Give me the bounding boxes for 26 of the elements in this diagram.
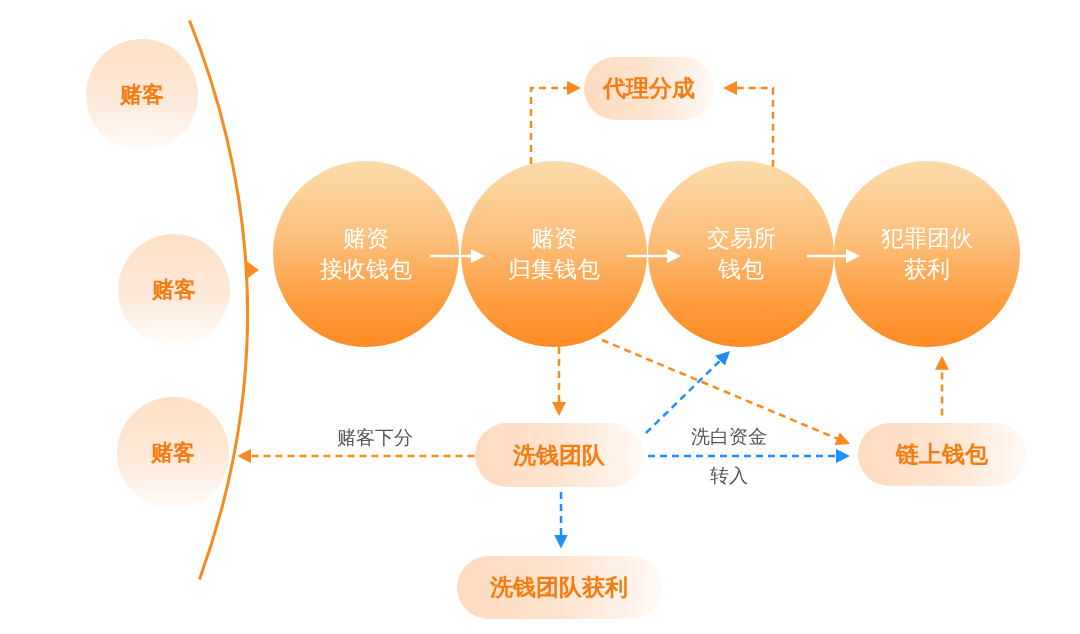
wallet-circle: 赌资归集钱包 bbox=[461, 161, 647, 347]
gambler-circle: 赌客 bbox=[86, 39, 198, 151]
edge-label: 赌客下分 bbox=[336, 425, 414, 450]
dashed-arrow bbox=[601, 338, 851, 446]
rounded-node: 洗钱团队 bbox=[474, 423, 644, 487]
dashed-arrow bbox=[935, 355, 949, 416]
edge-label: 洗白资金转入 bbox=[690, 424, 768, 488]
rounded-node: 洗钱团队获利 bbox=[456, 555, 662, 619]
gambler-circle: 赌客 bbox=[117, 397, 229, 509]
gambler-circle: 赌客 bbox=[118, 234, 230, 346]
arrow bbox=[807, 249, 860, 263]
dashed-arrow bbox=[529, 81, 581, 164]
dashed-arrow bbox=[237, 449, 475, 463]
arrow bbox=[627, 249, 681, 263]
dashed-arrow bbox=[554, 492, 568, 549]
arrowhead bbox=[245, 260, 259, 280]
wallet-circle: 赌资接收钱包 bbox=[273, 161, 459, 347]
dashed-arrow bbox=[645, 351, 730, 434]
rounded-node: 链上钱包 bbox=[857, 422, 1027, 486]
wallet-circle: 犯罪团伙获利 bbox=[834, 161, 1020, 347]
dashed-arrow bbox=[648, 449, 850, 463]
arrow bbox=[430, 249, 485, 263]
dashed-arrow bbox=[723, 81, 775, 167]
rounded-node: 代理分成 bbox=[584, 56, 714, 120]
wallet-circle: 交易所钱包 bbox=[648, 161, 834, 347]
dashed-arrow bbox=[552, 346, 566, 416]
